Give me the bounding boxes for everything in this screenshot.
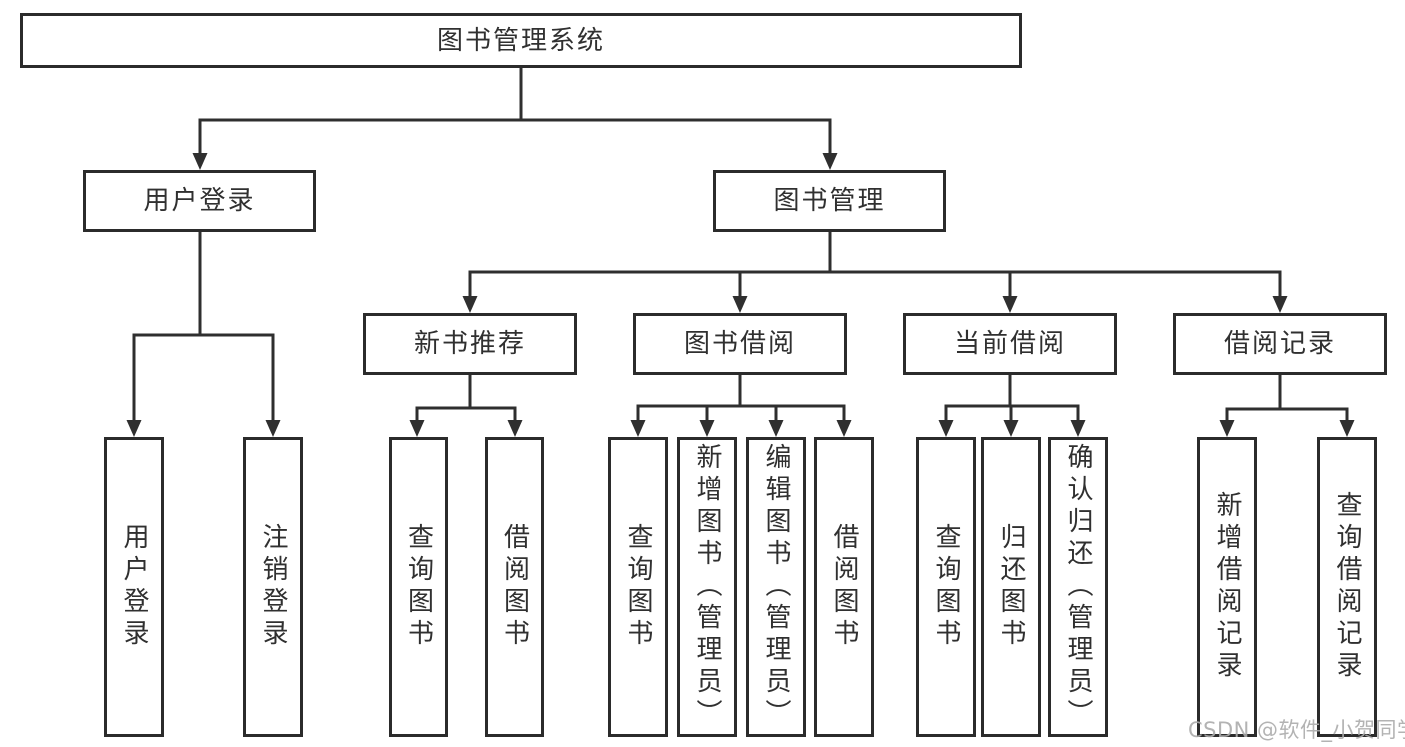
node-leaf-return-book: 归还图书 [981, 437, 1041, 737]
node-user-login: 用户登录 [83, 170, 316, 232]
node-leaf-confirm-return-admin: 确认归还（管理员） [1048, 437, 1108, 737]
node-label: 编辑图书（管理员） [761, 443, 791, 731]
node-label: 借阅图书 [499, 523, 530, 651]
node-book-management: 图书管理 [713, 170, 946, 232]
node-current-borrowing: 当前借阅 [903, 313, 1117, 375]
arrowheads [126, 153, 1355, 437]
node-leaf-add-borrow-record: 新增借阅记录 [1197, 437, 1257, 737]
node-label: 图书借阅 [683, 329, 796, 359]
node-leaf-borrow-books-1: 借阅图书 [485, 437, 544, 737]
node-library-management-system: 图书管理系统 [20, 13, 1022, 68]
node-label: 图书管理系统 [436, 25, 605, 56]
node-label: 用户登录 [119, 523, 149, 651]
node-label: 查询图书 [403, 523, 434, 651]
node-label: 当前借阅 [953, 329, 1066, 359]
node-label: 新增借阅记录 [1212, 491, 1242, 683]
node-label: 注销登录 [258, 523, 288, 651]
node-book-borrowing: 图书借阅 [633, 313, 847, 375]
node-label: 新书推荐 [413, 329, 526, 359]
node-label: 归还图书 [996, 523, 1026, 651]
node-leaf-edit-book-admin: 编辑图书（管理员） [746, 437, 806, 737]
node-label: 用户登录 [143, 186, 256, 216]
node-label: 确认归还（管理员） [1063, 443, 1093, 731]
node-leaf-query-borrow-record: 查询借阅记录 [1317, 437, 1377, 737]
node-label: 查询借阅记录 [1332, 491, 1362, 683]
node-label: 借阅记录 [1223, 329, 1336, 359]
node-label: 查询图书 [623, 523, 653, 651]
node-label: 图书管理 [773, 186, 886, 216]
node-label: 查询图书 [931, 523, 961, 651]
node-leaf-query-books-1: 查询图书 [389, 437, 448, 737]
node-leaf-query-books-2: 查询图书 [608, 437, 668, 737]
node-label: 借阅图书 [829, 523, 859, 651]
node-leaf-borrow-books-2: 借阅图书 [814, 437, 874, 737]
node-label: 新增图书（管理员） [692, 443, 722, 731]
watermark-text: CSDN @软件_小贺同学 [1188, 718, 1405, 742]
node-borrowing-records: 借阅记录 [1173, 313, 1387, 375]
node-leaf-add-book-admin: 新增图书（管理员） [677, 437, 737, 737]
node-leaf-query-books-3: 查询图书 [916, 437, 976, 737]
node-leaf-user-login: 用户登录 [104, 437, 164, 737]
node-new-book-recommend: 新书推荐 [363, 313, 577, 375]
node-leaf-logout: 注销登录 [243, 437, 303, 737]
